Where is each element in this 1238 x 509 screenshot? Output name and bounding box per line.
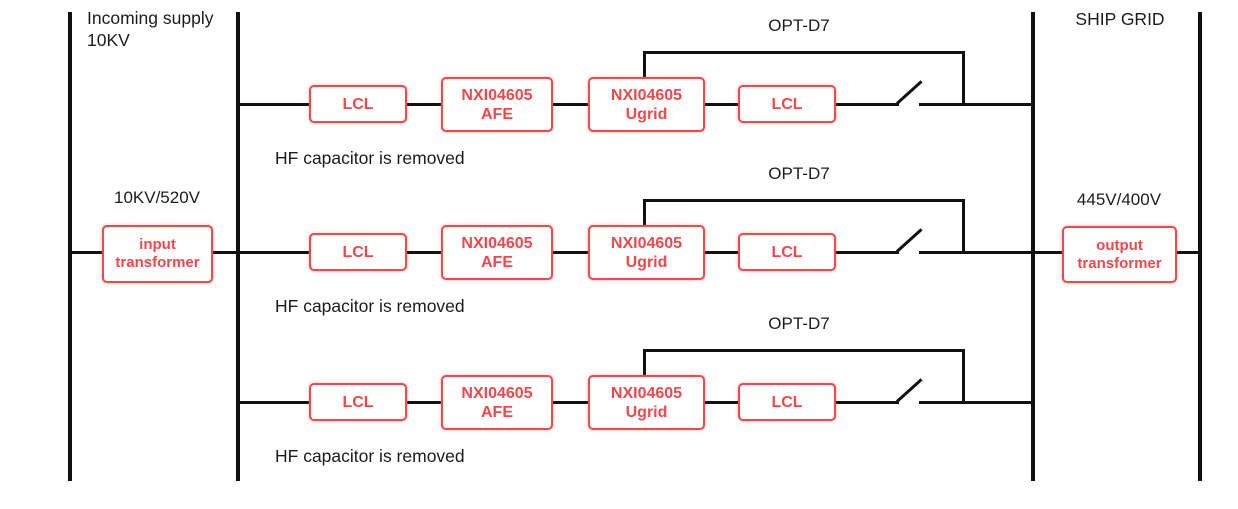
ugrid-model: NXI04605 — [610, 86, 683, 104]
ugrid-inverter-box: NXI04605 Ugrid — [588, 225, 705, 280]
lcl-label: LCL — [342, 393, 374, 411]
lcl-filter-input-box: LCL — [309, 383, 407, 421]
opt-d7-label: OPT-D7 — [768, 314, 830, 333]
afe-model: NXI04605 — [461, 234, 533, 252]
ugrid-type: Ugrid — [625, 105, 668, 123]
hf-capacitor-note: HF capacitor is removed — [275, 446, 465, 466]
branch-wire-out — [919, 401, 1033, 404]
hf-capacitor-note: HF capacitor is removed — [275, 148, 465, 168]
afe-type: AFE — [481, 105, 513, 123]
branch-wire — [238, 401, 899, 404]
disconnect-switch-icon — [895, 228, 923, 253]
lcl-filter-output-box: LCL — [738, 85, 836, 123]
lcl-label: LCL — [771, 393, 803, 411]
disconnect-switch-icon — [895, 80, 923, 105]
lcl-label: LCL — [771, 95, 803, 113]
ugrid-model: NXI04605 — [610, 384, 683, 402]
branch-wire — [238, 251, 899, 254]
branch-wire — [238, 103, 899, 106]
branch-wire-out — [919, 103, 1033, 106]
lcl-filter-output-box: LCL — [738, 383, 836, 421]
incoming-supply-bus — [68, 12, 72, 481]
lcl-label: LCL — [342, 95, 374, 113]
ugrid-model: NXI04605 — [610, 234, 683, 252]
afe-model: NXI04605 — [461, 86, 533, 104]
afe-type: AFE — [481, 403, 513, 421]
lcl-filter-input-box: LCL — [309, 85, 407, 123]
branch-wire-out — [919, 251, 1033, 254]
output-transformer-name-line1: output — [1096, 236, 1143, 254]
afe-converter-box: NXI04605 AFE — [441, 225, 553, 280]
incoming-supply-label: Incoming supply 10KV — [87, 7, 213, 51]
input-transformer-name-line2: transformer — [115, 254, 200, 271]
ugrid-type: Ugrid — [625, 253, 668, 271]
disconnect-switch-icon — [895, 378, 923, 403]
input-transformer-name-line1: input — [139, 236, 176, 253]
output-transformer-box: output transformer — [1062, 226, 1177, 283]
opt-d7-label: OPT-D7 — [768, 164, 830, 183]
incoming-supply-line2: 10KV — [87, 30, 130, 50]
ship-grid-label: SHIP GRID — [1075, 9, 1165, 29]
lcl-filter-input-box: LCL — [309, 233, 407, 271]
bypass-wire-top — [643, 349, 965, 352]
bypass-wire-riser — [643, 53, 646, 77]
ugrid-type: Ugrid — [625, 403, 668, 421]
bypass-wire-top — [643, 51, 965, 54]
output-bus — [1198, 12, 1202, 481]
bypass-wire-drop — [962, 53, 965, 104]
opt-d7-label: OPT-D7 — [768, 16, 830, 35]
output-transformer-ratio: 445V/400V — [1076, 190, 1162, 209]
input-transformer-box: input transformer — [102, 225, 213, 283]
lcl-filter-output-box: LCL — [738, 233, 836, 271]
afe-model: NXI04605 — [461, 384, 533, 402]
output-transformer-name-line2: transformer — [1077, 254, 1162, 272]
bypass-wire-riser — [643, 351, 646, 375]
lcl-label: LCL — [342, 243, 374, 261]
incoming-supply-line1: Incoming supply — [87, 8, 214, 28]
hf-capacitor-note: HF capacitor is removed — [275, 296, 465, 316]
afe-converter-box: NXI04605 AFE — [441, 77, 553, 132]
ugrid-inverter-box: NXI04605 Ugrid — [588, 77, 705, 132]
afe-type: AFE — [481, 253, 513, 271]
input-transformer-ratio: 10KV/520V — [113, 188, 200, 207]
ship-grid-bus — [1031, 12, 1035, 481]
afe-converter-box: NXI04605 AFE — [441, 375, 553, 430]
ugrid-inverter-box: NXI04605 Ugrid — [588, 375, 705, 430]
bypass-wire-riser — [643, 201, 646, 225]
bypass-wire-drop — [962, 201, 965, 252]
bypass-wire-drop — [962, 351, 965, 402]
bypass-wire-top — [643, 199, 965, 202]
lcl-label: LCL — [771, 243, 803, 261]
lv-distribution-bus — [236, 12, 240, 481]
